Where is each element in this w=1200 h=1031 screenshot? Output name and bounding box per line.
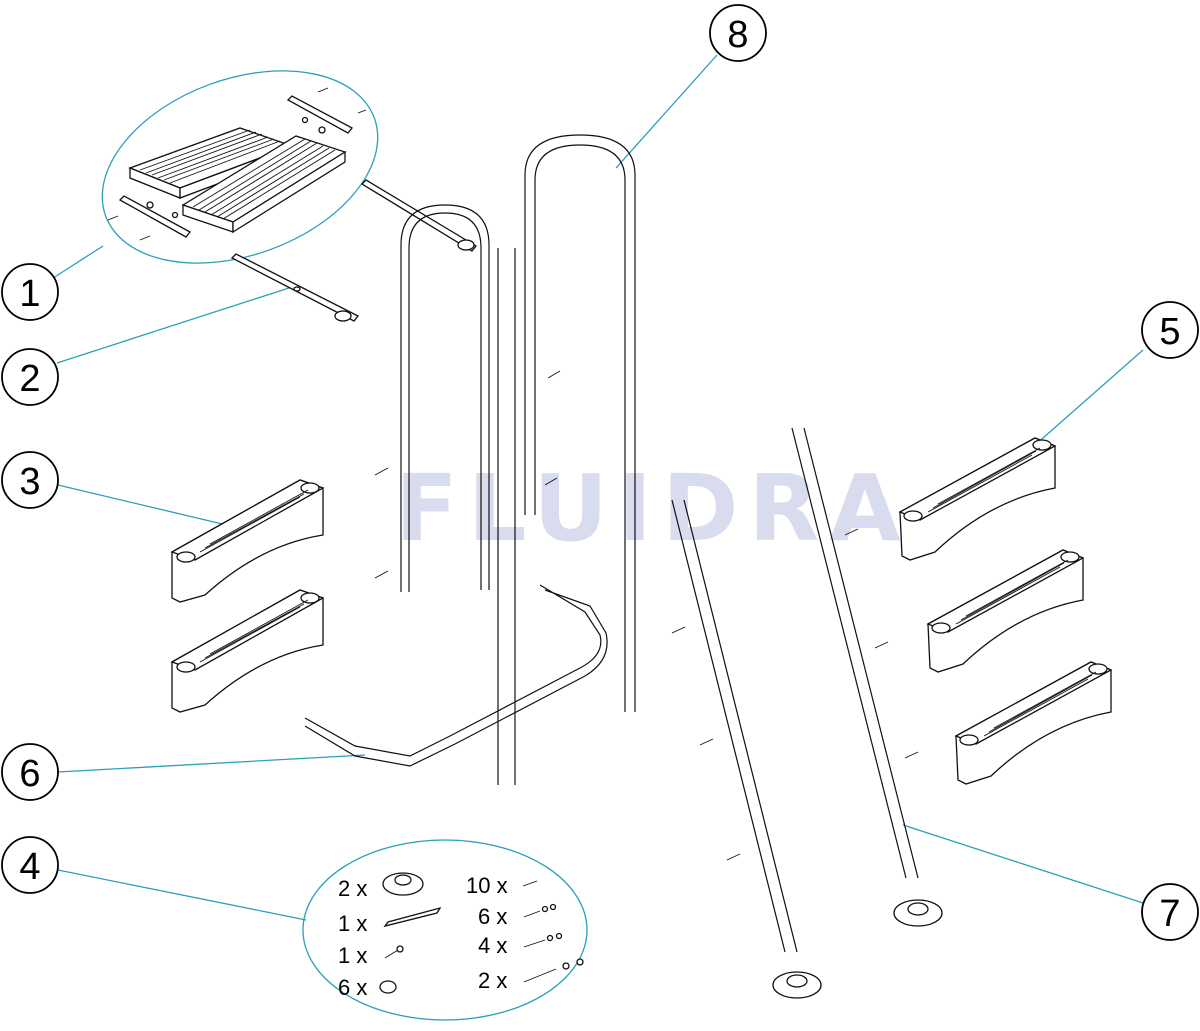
leader-3 [57,484,236,528]
callout-4: 4 [1,836,59,894]
part-3-steps [170,479,325,713]
leader-2 [56,286,293,364]
part-5-steps [898,437,1113,785]
part-6-base-bar [304,584,608,767]
svg-text:7: 7 [1159,893,1180,935]
callout-7: 7 [1141,883,1199,941]
svg-text:3: 3 [19,461,40,503]
callouts: 1 2 3 4 5 6 7 8 [1,4,1199,941]
leader-7 [902,824,1144,904]
end-cap-icon [379,980,397,994]
qty-left-2: 1 x [338,911,367,936]
svg-text:5: 5 [1159,311,1180,353]
screw-nut-icon [523,939,546,948]
svg-text:1: 1 [19,273,40,315]
svg-text:4: 4 [19,846,40,888]
qty-left-4: 6 x [338,975,367,1000]
callout-3: 3 [1,451,59,509]
qty-left-3: 1 x [338,943,367,968]
screw-nut-icon [523,910,541,918]
qty-right-4: 2 x [478,968,507,993]
leader-8 [615,54,718,169]
svg-text:8: 8 [727,14,748,56]
part-8-handrails [374,134,636,785]
qty-right-3: 4 x [478,933,507,958]
callout-8: 8 [709,4,767,62]
watermark: FLUIDRA [395,455,911,562]
qty-right-1: 10 x [466,873,508,898]
leader-lines [49,54,1144,1021]
svg-text:6: 6 [19,753,40,795]
group-1-ellipse [101,70,379,264]
part-2-crossbars [230,179,477,322]
qty-left-1: 2 x [338,876,367,901]
pin-icon [522,880,538,887]
leader-4 [57,869,307,921]
group-4-ellipse [302,839,588,1021]
callout-1: 1 [1,263,59,321]
qty-right-2: 6 x [478,904,507,929]
part-4-hardware-kit: 2 x 1 x 1 x 6 x 10 x 6 x 4 x 2 x [338,872,584,1000]
callout-5: 5 [1141,301,1199,359]
callout-2: 2 [1,348,59,406]
leader-6 [57,754,366,773]
bolt-icon [384,949,399,959]
long-bolt-icon [523,968,557,983]
leader-1 [49,245,104,281]
flat-bar-icon [383,906,442,928]
part-7-legs [671,427,943,999]
svg-text:2: 2 [19,358,40,400]
callout-6: 6 [1,743,59,801]
part-1-treads [107,87,367,241]
